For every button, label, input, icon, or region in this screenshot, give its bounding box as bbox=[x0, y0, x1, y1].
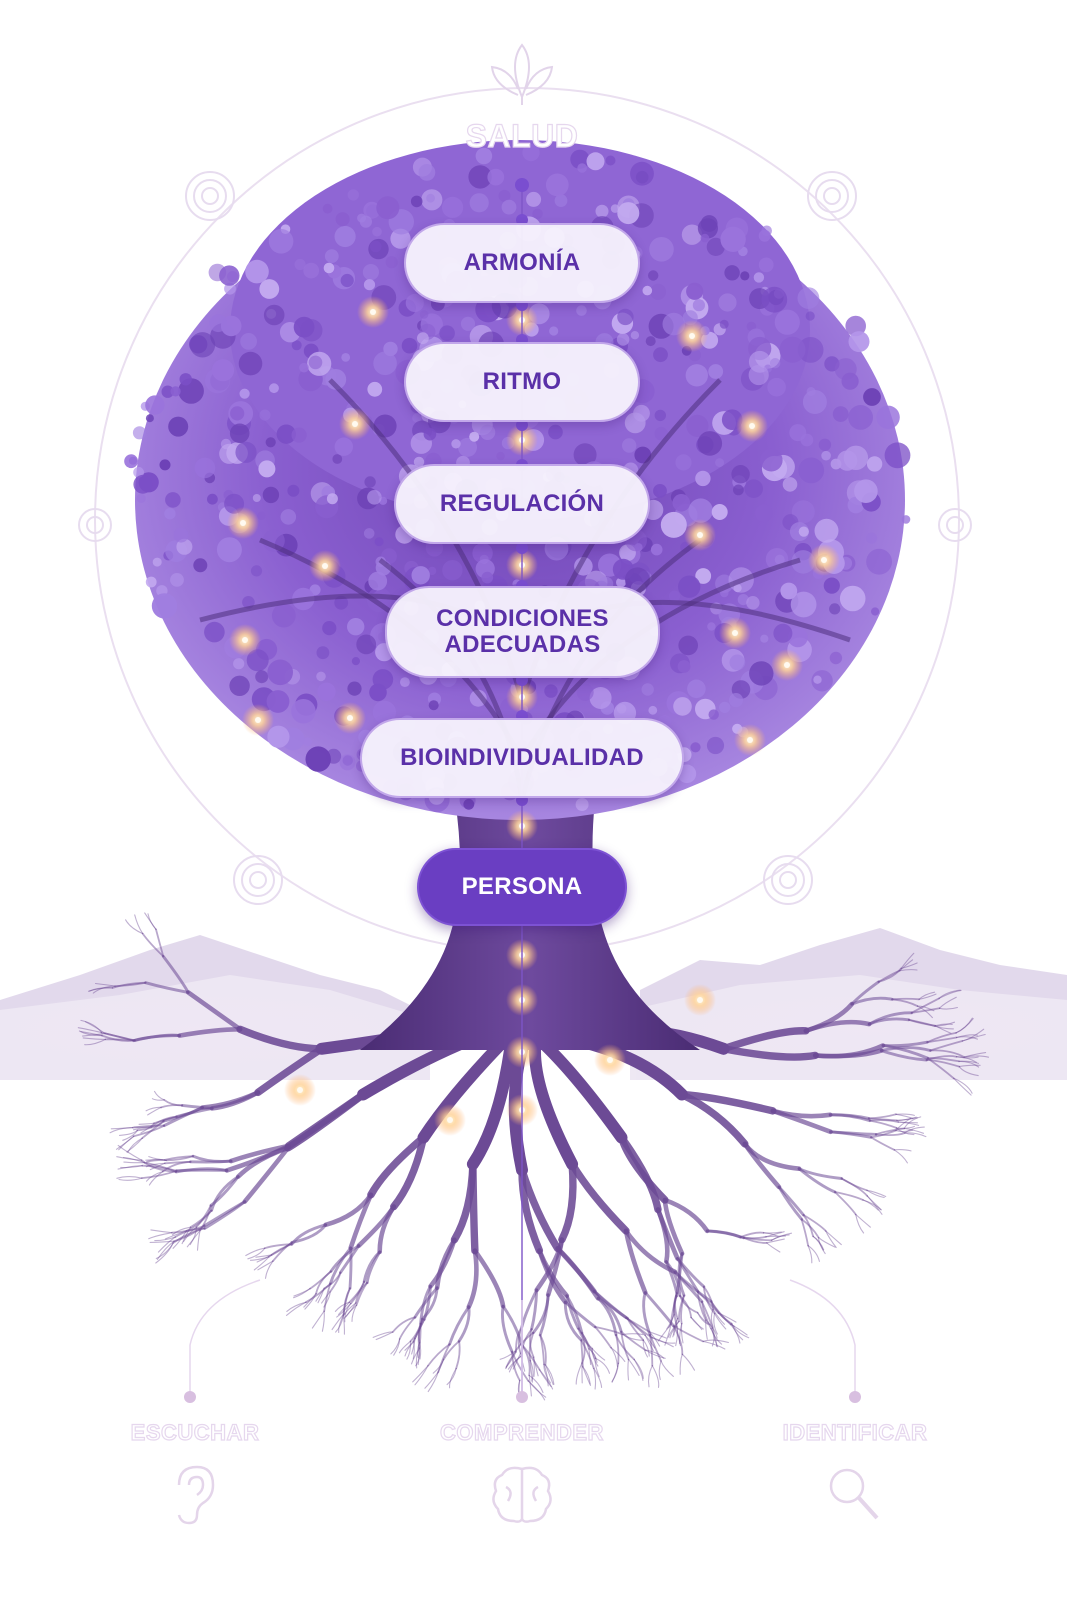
bottom-label-identificar: IDENTIFICAR bbox=[782, 1419, 928, 1445]
ripple-icon bbox=[78, 508, 112, 542]
bottom-label-escuchar: ESCUCHAR bbox=[130, 1419, 260, 1445]
stack-item-ritmo: RITMO bbox=[404, 342, 640, 422]
root-node-persona: PERSONA bbox=[417, 848, 627, 926]
top-label: SALUD bbox=[465, 117, 579, 154]
ripple-icon bbox=[938, 508, 972, 542]
ripple-icon bbox=[185, 171, 235, 221]
stack-item-condiciones-adecuadas: CONDICIONES ADECUADAS bbox=[385, 586, 660, 678]
stack-item-regulacion: REGULACIÓN bbox=[394, 464, 650, 544]
stack-item-armonia: ARMONÍA bbox=[404, 223, 640, 303]
ripple-icons bbox=[78, 171, 972, 905]
ear-icon bbox=[177, 1465, 215, 1525]
bottom-dots bbox=[184, 1391, 861, 1403]
leaf-icon bbox=[490, 43, 554, 105]
sparkles bbox=[227, 296, 840, 1136]
bottom-label-comprender: COMPRENDER bbox=[439, 1419, 604, 1445]
ripple-icon bbox=[763, 855, 813, 905]
ripple-icon bbox=[233, 855, 283, 905]
bottom-connectors bbox=[189, 1279, 856, 1395]
magnifier-icon bbox=[829, 1468, 879, 1520]
brain-icon bbox=[492, 1466, 552, 1523]
ripple-icon bbox=[807, 171, 857, 221]
stack-item-bioindividualidad: BIOINDIVIDUALIDAD bbox=[360, 718, 684, 798]
